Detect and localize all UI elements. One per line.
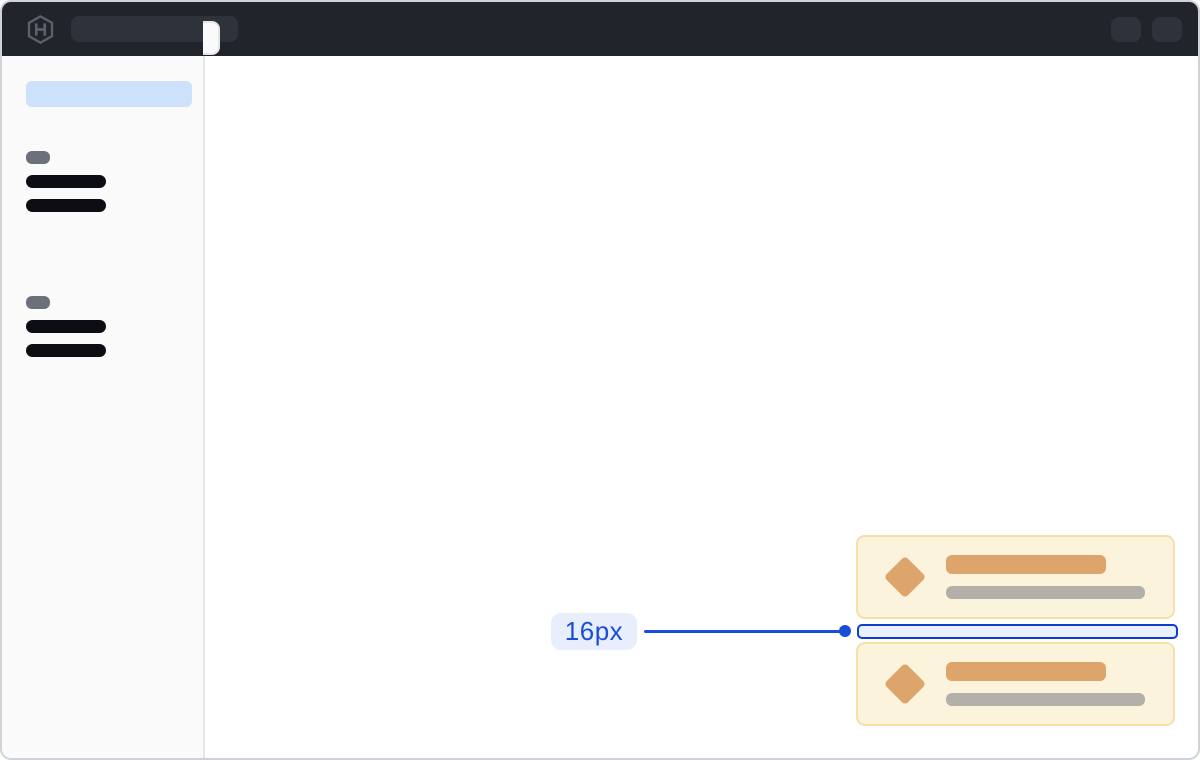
card-title-skeleton	[946, 555, 1106, 574]
sidebar	[2, 56, 205, 758]
list-card-skeleton	[856, 535, 1175, 619]
diamond-icon	[883, 555, 927, 599]
header-action-button-2[interactable]	[1152, 16, 1182, 42]
nav-item-skeleton[interactable]	[26, 199, 106, 212]
card-title-skeleton	[946, 662, 1106, 681]
card-subtitle-skeleton	[946, 693, 1145, 706]
top-header-bar	[2, 2, 1198, 56]
sidebar-nav-group-1	[26, 151, 106, 223]
card-text-skeleton	[946, 555, 1145, 599]
sidebar-resize-handle[interactable]	[203, 21, 220, 55]
diamond-icon	[883, 662, 927, 706]
group-label-skeleton	[26, 296, 50, 309]
hashicorp-logo-icon	[27, 14, 54, 44]
gap-size-label: 16px	[551, 613, 637, 650]
list-card-skeleton	[856, 642, 1175, 726]
callout-line	[644, 630, 841, 633]
nav-item-skeleton[interactable]	[26, 344, 106, 357]
header-action-button-1[interactable]	[1111, 16, 1141, 42]
card-text-skeleton	[946, 662, 1145, 706]
header-actions	[1111, 16, 1182, 42]
gap-highlight-region	[857, 624, 1178, 639]
card-stack	[856, 535, 1178, 726]
callout-dot	[839, 625, 851, 637]
sidebar-nav-group-2	[26, 296, 106, 368]
sidebar-active-item-skeleton[interactable]	[26, 81, 192, 107]
nav-item-skeleton[interactable]	[26, 320, 106, 333]
group-label-skeleton	[26, 151, 50, 164]
card-subtitle-skeleton	[946, 586, 1145, 599]
nav-item-skeleton[interactable]	[26, 175, 106, 188]
